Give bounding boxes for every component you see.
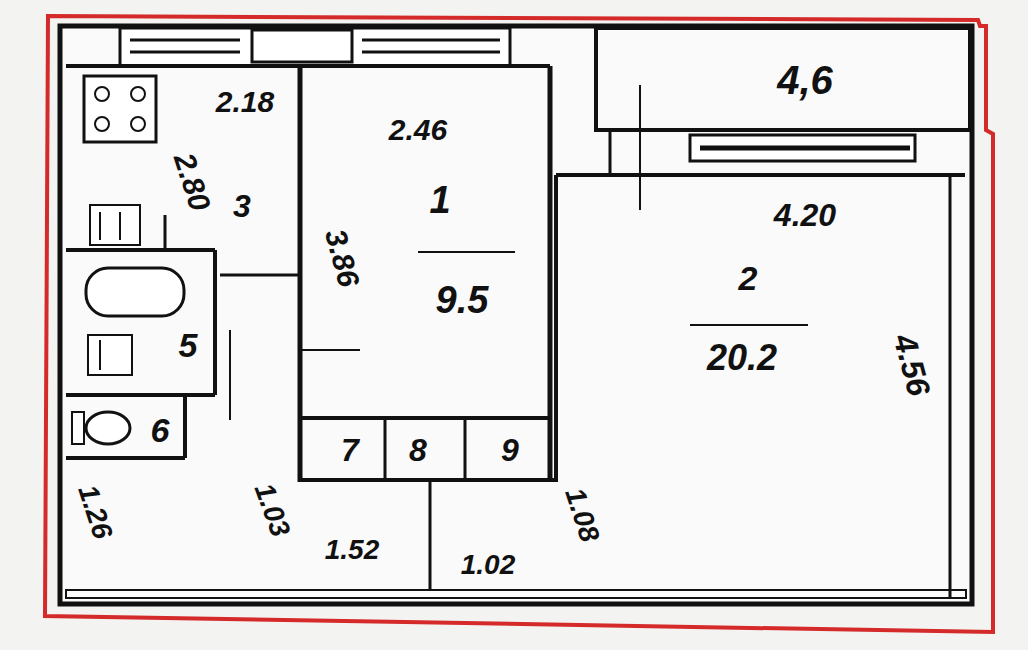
balcony-wall [596, 28, 970, 130]
basin-line [99, 340, 101, 370]
bathtub [86, 268, 184, 316]
dimension-text: 2.18 [216, 87, 274, 117]
fraction-bar [418, 251, 515, 253]
burner [131, 117, 145, 131]
dimension-text: 4.56 [888, 331, 935, 399]
window-line [700, 146, 910, 151]
burner [95, 87, 109, 101]
wall [554, 175, 558, 482]
dimension-text: 1.52 [325, 536, 380, 564]
window-line [362, 51, 500, 54]
dimension-text: 2.80 [169, 150, 216, 215]
closet-area: 9 [467, 421, 548, 478]
closet-area: 7 [304, 421, 383, 478]
dimension-text: 6 [151, 413, 170, 447]
door-line [639, 85, 641, 210]
wall [66, 64, 550, 68]
wall-line [609, 132, 612, 175]
wall [949, 175, 952, 598]
dimension-text: 5 [179, 328, 198, 362]
dimension-text: 4.20 [774, 199, 836, 231]
burner [95, 117, 109, 131]
window-pane [252, 30, 352, 62]
door-line [220, 274, 300, 277]
dimension-text: 2 [739, 261, 758, 295]
dimension-text: 4,6 [777, 60, 833, 100]
dimension-text: 9.5 [436, 281, 489, 319]
dimension-text: 9 [501, 434, 519, 466]
toilet-tank [72, 412, 84, 444]
plot-border [45, 16, 993, 632]
dimension-text: 2.46 [389, 115, 447, 145]
outer-wall [60, 26, 972, 604]
wall [429, 480, 432, 590]
wall [464, 418, 467, 480]
fraction-bar [690, 324, 808, 326]
toilet-bowl [86, 412, 130, 444]
bathroom-area: 5 [68, 254, 213, 393]
wall [556, 173, 965, 177]
wall [213, 250, 217, 395]
balcony-area: 4,6 [600, 32, 966, 126]
sink-line [119, 212, 121, 240]
room-area: 2.46 3.86 1 9.5 [304, 70, 547, 415]
door-line [229, 330, 231, 420]
window-line [130, 51, 240, 54]
washbasin [88, 335, 132, 375]
dimension-text: 1.02 [461, 551, 516, 579]
wall [183, 395, 187, 458]
wall [66, 393, 215, 397]
toilet-area: 6 [68, 398, 183, 456]
dimension-text: 20.2 [707, 340, 777, 376]
stove [84, 76, 156, 142]
window [690, 135, 915, 161]
wall [164, 215, 167, 250]
dimension-text: 7 [341, 434, 359, 466]
dimension-text: 3.86 [320, 226, 364, 290]
burner [131, 87, 145, 101]
sink [90, 205, 140, 245]
sink-line [99, 212, 101, 240]
wall [66, 456, 185, 460]
dimension-text: 8 [409, 434, 427, 466]
window [120, 28, 510, 66]
wall [300, 478, 556, 482]
wall-line [66, 590, 966, 598]
room-area: 4.20 2 20.2 4.56 [560, 180, 948, 588]
kitchen-area: 2.18 2.80 3 [68, 70, 298, 248]
wall [384, 418, 387, 480]
dimension-text: 1 [429, 181, 450, 219]
window-line [362, 39, 500, 42]
wall [300, 416, 550, 420]
wall [66, 248, 215, 252]
door-line [300, 349, 360, 351]
closet-area: 8 [387, 421, 463, 478]
window-line [130, 39, 240, 42]
dimension-text: 3 [233, 190, 251, 222]
